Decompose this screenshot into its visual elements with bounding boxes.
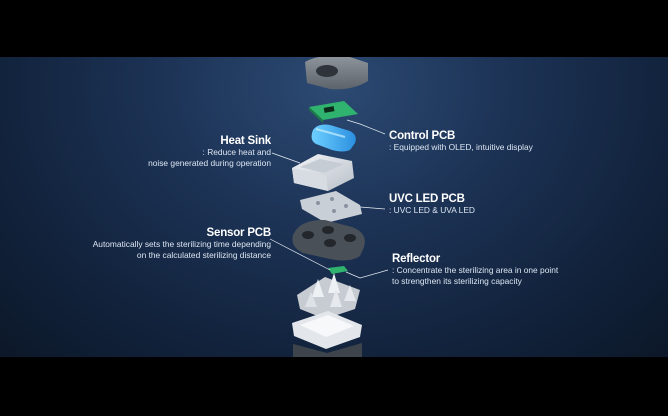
oled-module-part	[311, 124, 356, 152]
uvc-led-pcb-title: UVC LED PCB	[389, 193, 465, 205]
control-pcb-desc: : Equipped with OLED, intuitive display	[389, 142, 533, 152]
callout-reflector: Reflector : Concentrate the sterilizing …	[392, 253, 558, 286]
callout-control-pcb: Control PCB : Equipped with OLED, intuit…	[389, 130, 533, 153]
top-shell-part	[305, 57, 368, 90]
heat-sink-title: Heat Sink	[220, 135, 271, 147]
letterbox-top	[0, 0, 668, 57]
sensor-pcb-part	[328, 266, 348, 274]
heat-sink-desc-line1: : Reduce heat and	[202, 147, 271, 157]
callout-uvc-led-pcb: UVC LED PCB : UVC LED & UVA LED	[389, 193, 475, 216]
sensor-pcb-desc-line2: on the calculated sterilizing distance	[136, 249, 271, 260]
uvc-led-pcb-desc: : UVC LED & UVA LED	[389, 205, 475, 215]
control-pcb-part	[309, 101, 358, 123]
letterbox-bottom	[0, 357, 668, 416]
sensor-pcb-desc-line1: Automatically sets the sterilizing time …	[92, 239, 271, 249]
reflector-desc-line2: to strengthen its sterilizing capacity	[392, 275, 522, 286]
base-plate-part	[292, 311, 362, 357]
reflector-part	[297, 273, 360, 319]
heat-sink-desc-line2: noise generated during operation	[148, 157, 271, 168]
reflector-desc-line1: : Concentrate the sterilizing area in on…	[392, 265, 559, 275]
heat-sink-part	[292, 154, 354, 191]
leader-lines	[269, 119, 389, 279]
control-pcb-title: Control PCB	[389, 130, 456, 142]
video-frame: Control PCB : Equipped with OLED, intuit…	[0, 57, 668, 357]
reflector-title: Reflector	[392, 253, 441, 265]
exploded-device-illustration	[269, 57, 389, 357]
callout-sensor-pcb: Sensor PCB Automatically sets the steril…	[93, 227, 271, 260]
sensor-pcb-title: Sensor PCB	[206, 227, 272, 239]
uvc-led-pcb-part	[300, 191, 362, 223]
callout-heat-sink: Heat Sink : Reduce heat and noise genera…	[148, 135, 271, 168]
housing-part	[292, 219, 365, 261]
